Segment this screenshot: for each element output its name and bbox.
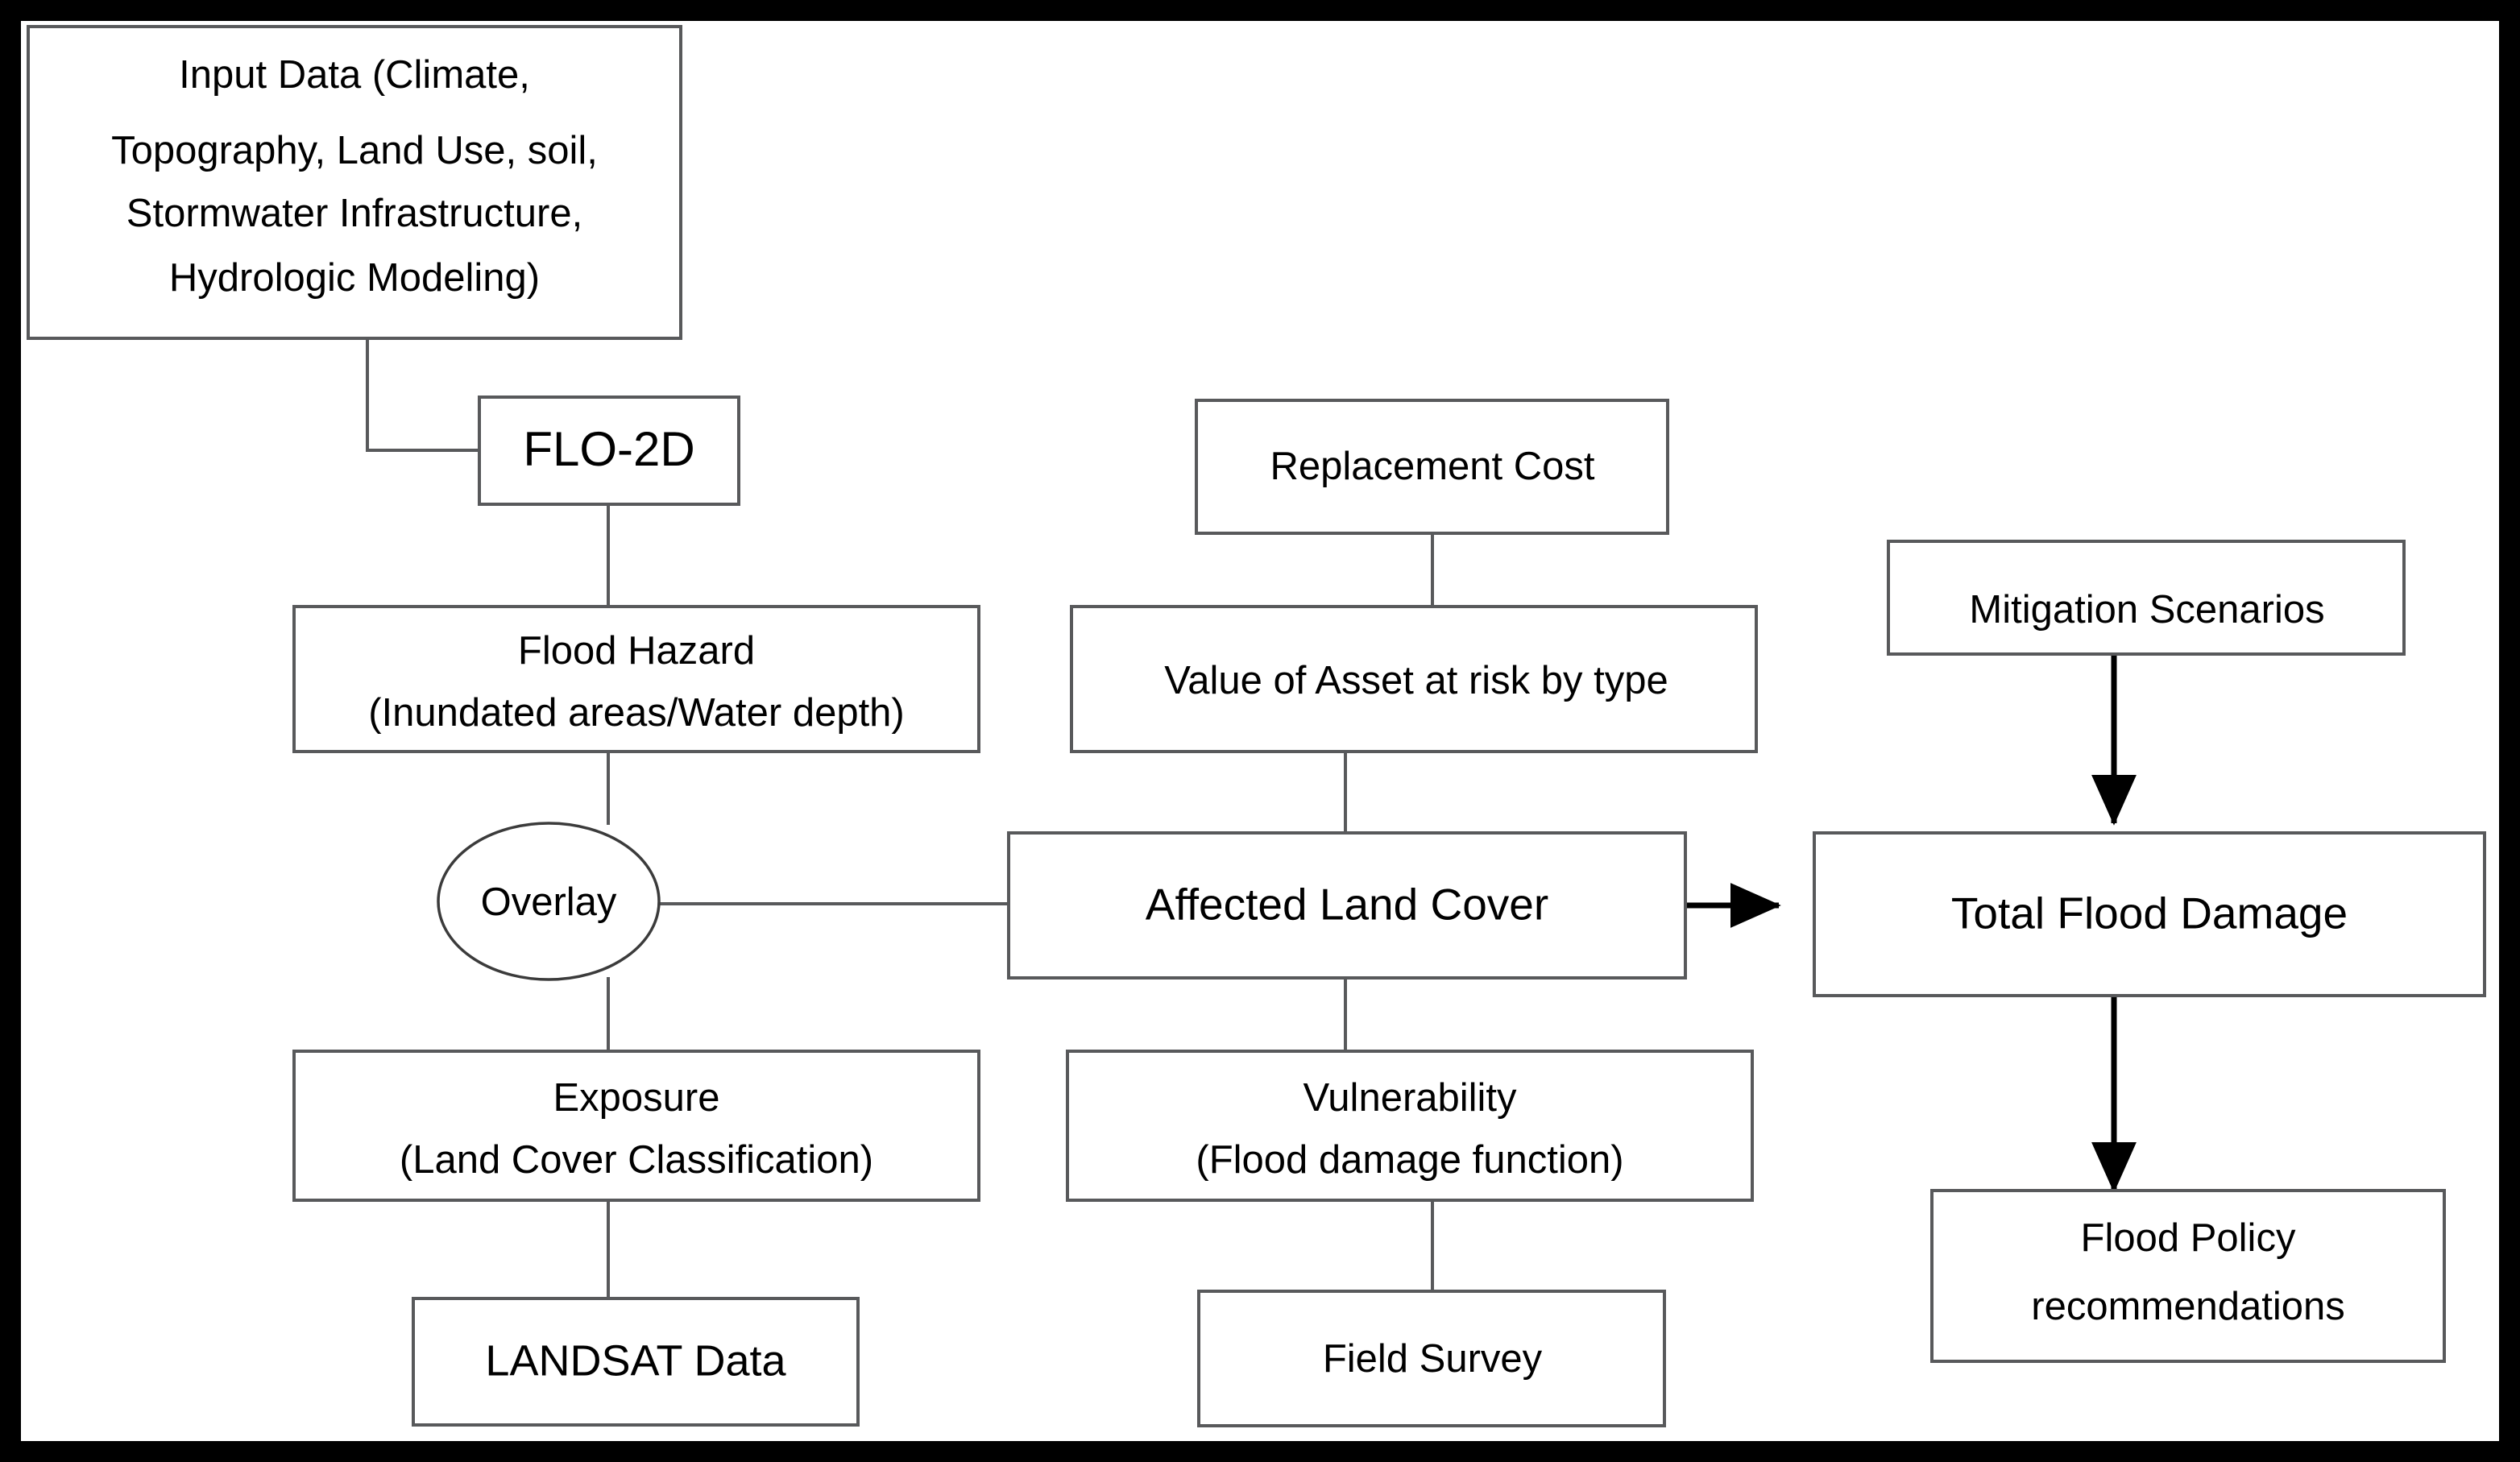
node-input-data-line1: Input Data (Climate, — [179, 53, 530, 97]
edge-input-data-to-flo-2d — [366, 338, 479, 452]
node-flood-hazard-line1: Flood Hazard — [518, 629, 755, 673]
node-flo-2d[interactable]: FLO-2D — [478, 396, 740, 506]
node-total-flood-damage[interactable]: Total Flood Damage — [1813, 831, 2486, 997]
node-value-of-asset[interactable]: Value of Asset at risk by type — [1070, 605, 1758, 753]
node-mitigation-scenarios-label: Mitigation Scenarios — [1969, 588, 2324, 632]
node-input-data-line3: Stormwater Infrastructure, — [126, 192, 582, 235]
node-exposure-line2: (Land Cover Classification) — [400, 1138, 873, 1182]
node-vulnerability-line1: Vulnerability — [1303, 1076, 1517, 1120]
node-affected-land-cover-label: Affected Land Cover — [1146, 880, 1548, 930]
node-value-of-asset-label: Value of Asset at risk by type — [1164, 659, 1668, 702]
node-flood-policy[interactable]: Flood Policy recommendations — [1930, 1189, 2446, 1363]
node-mitigation-scenarios[interactable]: Mitigation Scenarios — [1887, 540, 2406, 656]
node-vulnerability-line2: (Flood damage function) — [1196, 1138, 1623, 1182]
node-flood-policy-line1: Flood Policy — [2081, 1216, 2296, 1260]
node-overlay-label: Overlay — [481, 880, 617, 924]
node-flo-2d-label: FLO-2D — [523, 422, 694, 476]
node-field-survey-label: Field Survey — [1323, 1337, 1543, 1381]
node-input-data-line2: Topography, Land Use, soil, — [111, 129, 598, 172]
node-field-survey[interactable]: Field Survey — [1197, 1290, 1666, 1427]
node-total-flood-damage-label: Total Flood Damage — [1951, 888, 2348, 938]
node-flood-policy-line2: recommendations — [2031, 1285, 2344, 1328]
node-flood-hazard[interactable]: Flood Hazard (Inundated areas/Water dept… — [292, 605, 980, 753]
node-landsat-data-label: LANDSAT Data — [485, 1336, 786, 1385]
node-replacement-cost-label: Replacement Cost — [1270, 445, 1594, 488]
node-input-data-line4: Hydrologic Modeling) — [169, 256, 540, 300]
node-overlay[interactable]: Overlay — [437, 822, 661, 981]
node-affected-land-cover[interactable]: Affected Land Cover — [1007, 831, 1687, 979]
node-exposure-line1: Exposure — [553, 1076, 719, 1120]
node-landsat-data[interactable]: LANDSAT Data — [412, 1297, 860, 1427]
node-exposure[interactable]: Exposure (Land Cover Classification) — [292, 1050, 980, 1202]
node-replacement-cost[interactable]: Replacement Cost — [1195, 399, 1669, 535]
node-input-data[interactable]: Input Data (Climate, Topography, Land Us… — [27, 25, 682, 340]
node-vulnerability[interactable]: Vulnerability (Flood damage function) — [1066, 1050, 1754, 1202]
node-flood-hazard-line2: (Inundated areas/Water depth) — [368, 691, 905, 735]
